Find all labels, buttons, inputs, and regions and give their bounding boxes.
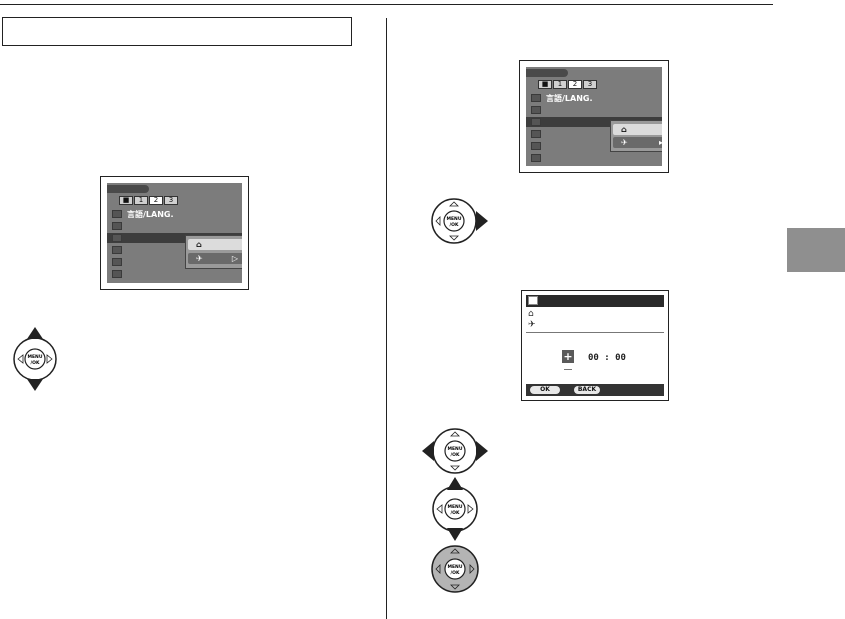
menu-row xyxy=(526,105,662,115)
clock-icon xyxy=(528,296,538,305)
screen-footer: OK BACK xyxy=(526,384,664,396)
svg-text:MENU: MENU xyxy=(448,564,463,570)
svg-text:/OK: /OK xyxy=(451,452,460,458)
menu-row-time-difference xyxy=(107,233,242,243)
tab-setup-3: 3 xyxy=(164,196,178,205)
time-zone-submenu: ⌂ ✈ ▸ xyxy=(610,120,662,152)
setting-icon xyxy=(112,246,122,254)
column-divider xyxy=(386,18,387,619)
airplane-icon: ✈ ▸ xyxy=(613,137,662,148)
tab-setup-1: 1 xyxy=(553,80,567,89)
back-button[interactable]: BACK xyxy=(574,386,600,394)
menu-row xyxy=(526,129,662,139)
camera-icon: ■ xyxy=(119,196,133,205)
menu-row xyxy=(107,257,242,267)
menu-row-time-difference xyxy=(526,117,662,127)
tab-setup-2: 2 xyxy=(149,196,163,205)
home-icon: ⌂ xyxy=(528,309,534,319)
setting-icon xyxy=(112,258,122,266)
dpad-up-down-icon: MENU /OK xyxy=(432,477,478,541)
svg-text:/OK: /OK xyxy=(451,510,460,516)
time-difference-screen: ⌂ ✈ + 00 : 00 OK BACK xyxy=(521,290,669,401)
setting-icon xyxy=(531,130,541,138)
lcd-display: ■ 1 2 3 言語/LANG. ⌂ ✈ ▸ xyxy=(526,67,662,166)
menu-row xyxy=(107,221,242,231)
svg-text:MENU: MENU xyxy=(448,446,463,452)
setting-icon xyxy=(531,106,541,114)
svg-text:MENU: MENU xyxy=(448,504,463,510)
setting-icon xyxy=(531,154,541,162)
svg-text:/OK: /OK xyxy=(451,570,460,576)
chapter-tab xyxy=(787,228,845,272)
home-icon: ⌂ xyxy=(188,239,242,250)
clock-icon xyxy=(112,234,122,242)
camera-menu-screen-1: ■ 1 2 3 言語/LANG. ⌂ ✈ ▷ xyxy=(100,176,249,290)
dpad-right-icon: MENU /OK xyxy=(431,198,488,244)
time-difference-display: ⌂ ✈ + 00 : 00 OK BACK xyxy=(526,295,664,396)
ok-button[interactable]: OK xyxy=(530,386,560,394)
divider xyxy=(526,332,664,333)
menu-row xyxy=(526,141,662,151)
top-rule xyxy=(0,4,773,5)
plus-sign-icon: + xyxy=(562,350,574,363)
section-title-box xyxy=(2,17,352,46)
time-difference-value: 00 : 00 xyxy=(588,353,626,363)
mode-indicator xyxy=(107,185,149,193)
svg-text:MENU: MENU xyxy=(447,216,462,222)
menu-row xyxy=(107,245,242,255)
svg-text:/OK: /OK xyxy=(31,360,40,366)
tab-setup-1: 1 xyxy=(134,196,148,205)
dpad-press-ok-icon: MENU /OK xyxy=(431,545,479,593)
home-icon: ⌂ xyxy=(613,124,662,135)
setting-icon xyxy=(531,142,541,150)
setting-icon xyxy=(112,222,122,230)
camera-menu-screen-2: ■ 1 2 3 言語/LANG. ⌂ ✈ ▸ xyxy=(519,60,669,173)
lcd-display: ■ 1 2 3 言語/LANG. ⌂ ✈ ▷ xyxy=(107,183,242,283)
airplane-icon: ✈ ▷ xyxy=(188,253,242,264)
airplane-icon: ✈ xyxy=(528,320,536,330)
language-icon xyxy=(531,94,541,102)
menu-row xyxy=(107,269,242,279)
mode-indicator xyxy=(526,69,568,77)
language-icon xyxy=(112,210,122,218)
menu-row-language: 言語/LANG. xyxy=(107,209,242,219)
screen-header xyxy=(526,295,664,307)
setting-icon xyxy=(112,270,122,278)
tab-setup-2: 2 xyxy=(568,80,582,89)
tab-setup-3: 3 xyxy=(583,80,597,89)
minus-sign-icon xyxy=(564,369,572,370)
camera-icon: ■ xyxy=(538,80,552,89)
menu-language-label: 言語/LANG. xyxy=(546,94,593,103)
svg-text:/OK: /OK xyxy=(450,222,459,228)
menu-row xyxy=(526,153,662,163)
menu-ok-label: MENU xyxy=(28,354,43,360)
menu-tabs: ■ 1 2 3 xyxy=(119,196,178,205)
menu-tabs: ■ 1 2 3 xyxy=(538,80,597,89)
time-zone-submenu: ⌂ ✈ ▷ xyxy=(185,235,242,269)
dpad-up-down-icon: MENU /OK xyxy=(13,327,57,391)
menu-row-language: 言語/LANG. xyxy=(526,93,662,103)
dpad-left-right-icon: MENU /OK xyxy=(422,428,488,474)
menu-language-label: 言語/LANG. xyxy=(127,210,174,219)
clock-icon xyxy=(531,118,541,126)
